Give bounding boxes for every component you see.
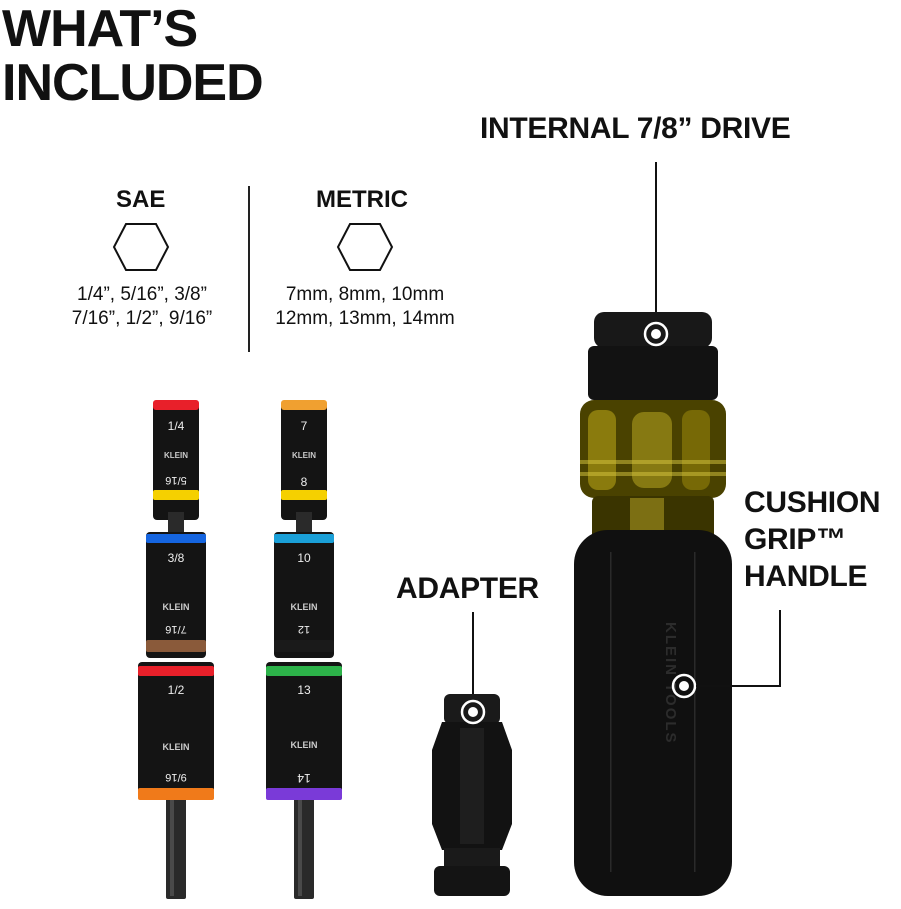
sae-band-yellow [153, 490, 199, 500]
sae-size-1: 1/4 [168, 419, 185, 433]
metric-hex-icon [336, 223, 394, 271]
sae-socket-2 [146, 532, 206, 658]
sae-sizes: 1/4”, 5/16”, 3/8” 7/16”, 1/2”, 9/16” [42, 283, 242, 331]
adapter-callout-dot [460, 699, 486, 725]
sae-socket-stack: 1/4 KLEIN 5/16 3/8 KLEIN 7/16 1/2 KLEIN … [138, 400, 214, 899]
grip-leader-line [696, 610, 781, 687]
handle-brand-text: KLEIN TOOLS [662, 622, 679, 745]
title-line-1: WHAT’S [2, 0, 198, 58]
grip-label-line-3: HANDLE [744, 560, 868, 593]
grip-callout-label: CUSHION GRIP™ HANDLE [744, 484, 881, 595]
metric-brand-2: KLEIN [291, 602, 318, 612]
handle-illustration: KLEIN TOOLS [574, 162, 781, 896]
sae-socket-3 [138, 662, 214, 800]
metric-size-6: 14 [297, 771, 311, 785]
metric-size-3: 10 [297, 551, 311, 565]
sae-band-orange [138, 788, 214, 800]
sae-band-blue [146, 534, 206, 543]
sae-hex-shank [166, 794, 186, 899]
sae-brand-3: KLEIN [163, 742, 190, 752]
title-line-2: INCLUDED [2, 54, 264, 112]
sae-heading: SAE [116, 186, 166, 213]
metric-heading: METRIC [316, 186, 408, 213]
sae-size-4: 7/16 [165, 623, 186, 635]
metric-band-amber [281, 400, 327, 410]
grip-callout-dot [671, 673, 697, 699]
sae-sizes-line-2: 7/16”, 1/2”, 9/16” [71, 308, 213, 329]
sae-sizes-line-1: 1/4”, 5/16”, 3/8” [77, 284, 207, 305]
sae-hex-icon [112, 223, 170, 271]
sae-size-5: 1/2 [168, 683, 185, 697]
adapter-callout-label: ADAPTER [396, 572, 539, 605]
sae-size-3: 3/8 [168, 551, 185, 565]
column-divider [248, 186, 250, 352]
metric-socket-2 [274, 532, 334, 658]
metric-sizes: 7mm, 8mm, 10mm 12mm, 13mm, 14mm [262, 283, 468, 331]
metric-size-2: 8 [301, 475, 308, 489]
metric-band-purple [266, 788, 342, 800]
metric-sizes-line-1: 7mm, 8mm, 10mm [285, 284, 445, 305]
sae-band-brown [146, 640, 206, 652]
metric-brand-3: KLEIN [291, 740, 318, 750]
metric-hex-shank [294, 794, 314, 899]
metric-socket-3 [266, 662, 342, 800]
metric-band-yellow [281, 490, 327, 500]
page-title: WHAT’S INCLUDED [2, 0, 264, 112]
metric-band-cyan [274, 534, 334, 543]
sae-band-red-bottom [138, 666, 214, 676]
adapter-illustration [432, 612, 512, 896]
sae-size-6: 9/16 [165, 771, 186, 783]
metric-size-5: 13 [297, 683, 311, 697]
grip-label-line-1: CUSHION [744, 486, 881, 519]
metric-socket-stack: 7 KLEIN 8 10 KLEIN 12 13 KLEIN 14 [266, 400, 342, 899]
drive-callout-dot [643, 321, 669, 347]
cushion-grip [574, 530, 732, 896]
sae-brand-2: KLEIN [163, 602, 190, 612]
drive-callout-label: INTERNAL 7/8” DRIVE [480, 112, 791, 145]
metric-sizes-line-2: 12mm, 13mm, 14mm [275, 308, 455, 329]
metric-size-4: 12 [298, 623, 310, 635]
sae-brand-1: KLEIN [164, 451, 188, 460]
metric-band-green [266, 666, 342, 676]
sae-size-2: 5/16 [165, 474, 186, 486]
metric-size-1: 7 [301, 419, 308, 433]
metric-brand-1: KLEIN [292, 451, 316, 460]
grip-label-line-2: GRIP™ [744, 523, 846, 556]
sae-band-red-top [153, 400, 199, 410]
